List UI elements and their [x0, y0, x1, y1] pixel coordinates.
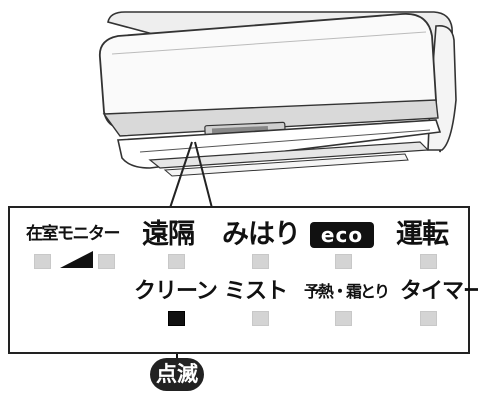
label-operation: 運転	[396, 219, 449, 250]
led-mist	[252, 311, 269, 326]
ac-louver-vane	[148, 141, 430, 169]
led-remote	[168, 254, 185, 269]
callout-line-right	[194, 141, 213, 209]
ac-louver-tip	[163, 153, 409, 177]
ac-panel-edge	[111, 31, 427, 55]
led-timer	[420, 311, 437, 326]
label-timer: タイマー	[400, 279, 478, 304]
label-presence-monitor: 在室モニター	[26, 224, 121, 244]
label-clean: クリーン	[134, 279, 218, 304]
label-remote: 遠隔	[142, 219, 195, 250]
led-operation	[420, 254, 437, 269]
ac-louver-inner	[139, 129, 431, 153]
blink-status-badge: 点滅	[150, 358, 204, 391]
presence-level-wedge	[60, 251, 93, 268]
label-watch: みはり	[222, 219, 301, 250]
led-presence-high	[98, 254, 115, 269]
ac-lower-band	[102, 99, 439, 137]
label-mist: ミスト	[224, 279, 288, 304]
ac-right-side	[427, 24, 457, 151]
indicator-panel	[8, 206, 470, 354]
led-preheat-defrost	[335, 311, 352, 326]
label-preheat-defrost: 予熱・霜とり	[304, 282, 390, 301]
callout-line-left	[169, 141, 193, 209]
led-presence-low	[34, 254, 51, 269]
led-eco	[335, 254, 352, 269]
label-eco: eco	[310, 222, 374, 248]
led-watch	[252, 254, 269, 269]
led-clean	[168, 311, 185, 326]
